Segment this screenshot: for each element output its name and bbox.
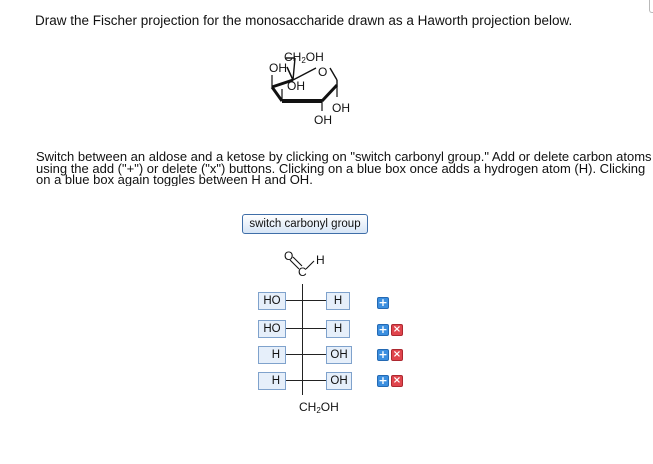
haworth-oh-upper-left: OH [269, 61, 287, 75]
fischer-left-box-row-2[interactable]: HO [258, 320, 286, 338]
add-carbon-button-row-3[interactable]: + [377, 348, 389, 361]
fischer-right-box-row-3[interactable]: OH [326, 346, 352, 364]
fischer-right-box-row-1[interactable]: H [326, 292, 350, 310]
fischer-right-box-row-4[interactable]: OH [326, 372, 352, 390]
fischer-bond-row-2 [286, 328, 326, 329]
haworth-ring [270, 57, 339, 111]
instructions-line-1: Switch between an aldose and a ketose by… [36, 151, 652, 164]
haworth-oh-inner: OH [287, 79, 305, 93]
switch-carbonyl-group-button[interactable]: switch carbonyl group [242, 214, 368, 234]
add-carbon-button-row-2[interactable]: + [377, 323, 389, 336]
fischer-right-box-row-2[interactable]: H [326, 320, 350, 338]
instructions-text: Switch between an aldose and a ketose by… [36, 151, 653, 186]
haworth-ch2oh-label: CH2OH [284, 50, 324, 65]
fischer-bond-row-4 [286, 380, 326, 381]
add-carbon-button-row-1[interactable]: + [377, 296, 389, 309]
fischer-bond-row-1 [286, 300, 326, 301]
fischer-carbonyl-carbon: C [298, 265, 307, 279]
delete-carbon-button-row-4[interactable]: × [391, 375, 403, 387]
fischer-left-box-row-1[interactable]: HO [258, 292, 286, 310]
fischer-bond-row-3 [286, 354, 326, 355]
haworth-oh-right: OH [332, 101, 350, 115]
instructions-line-3: on a blue box again toggles between H an… [36, 172, 313, 186]
fischer-carbonyl-hydrogen: H [316, 253, 325, 267]
fischer-carbonyl-oxygen: O [284, 249, 294, 263]
haworth-ring-oxygen: O [318, 65, 328, 79]
fischer-backbone [302, 284, 303, 395]
delete-carbon-button-row-2[interactable]: × [391, 324, 403, 336]
instructions-line-2: using the add ("+") or delete ("x") butt… [36, 160, 646, 176]
haworth-oh-bottom: OH [314, 113, 332, 127]
frame-edge [649, 0, 653, 13]
delete-carbon-button-row-3[interactable]: × [391, 349, 403, 361]
add-carbon-button-row-4[interactable]: + [377, 374, 389, 387]
question-text: Draw the Fischer projection for the mono… [35, 13, 573, 28]
fischer-left-box-row-4[interactable]: H [258, 372, 286, 390]
fischer-bottom-ch2oh: CH2OH [299, 400, 339, 415]
fischer-left-box-row-3[interactable]: H [258, 346, 286, 364]
